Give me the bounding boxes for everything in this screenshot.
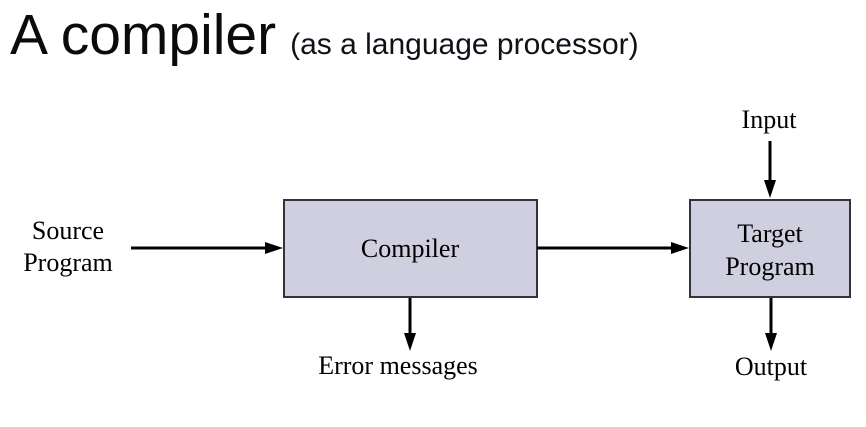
target-program-label-line1: Target — [737, 219, 803, 248]
arrowhead-compiler-to-error-icon — [404, 333, 416, 351]
error-messages-label: Error messages — [318, 351, 478, 380]
title-text: A compiler — [10, 3, 277, 67]
source-program-label-line2: Program — [23, 248, 113, 277]
target-program-box — [689, 199, 851, 298]
compiler-box — [283, 199, 538, 298]
target-program-label-line2: Program — [725, 252, 815, 281]
input-label: Input — [742, 105, 798, 134]
arrowhead-source-to-compiler-icon — [265, 242, 283, 254]
source-program-label-line1: Source — [32, 216, 104, 245]
arrowhead-target-to-output-icon — [765, 333, 777, 351]
page-title: A compiler (as a language processor) — [10, 2, 639, 68]
arrowhead-input-to-target-icon — [764, 180, 776, 198]
compiler-box-label: Compiler — [361, 234, 460, 263]
arrowhead-compiler-to-target-icon — [671, 242, 689, 254]
output-label: Output — [735, 352, 808, 381]
subtitle-text: (as a language processor) — [290, 28, 639, 61]
